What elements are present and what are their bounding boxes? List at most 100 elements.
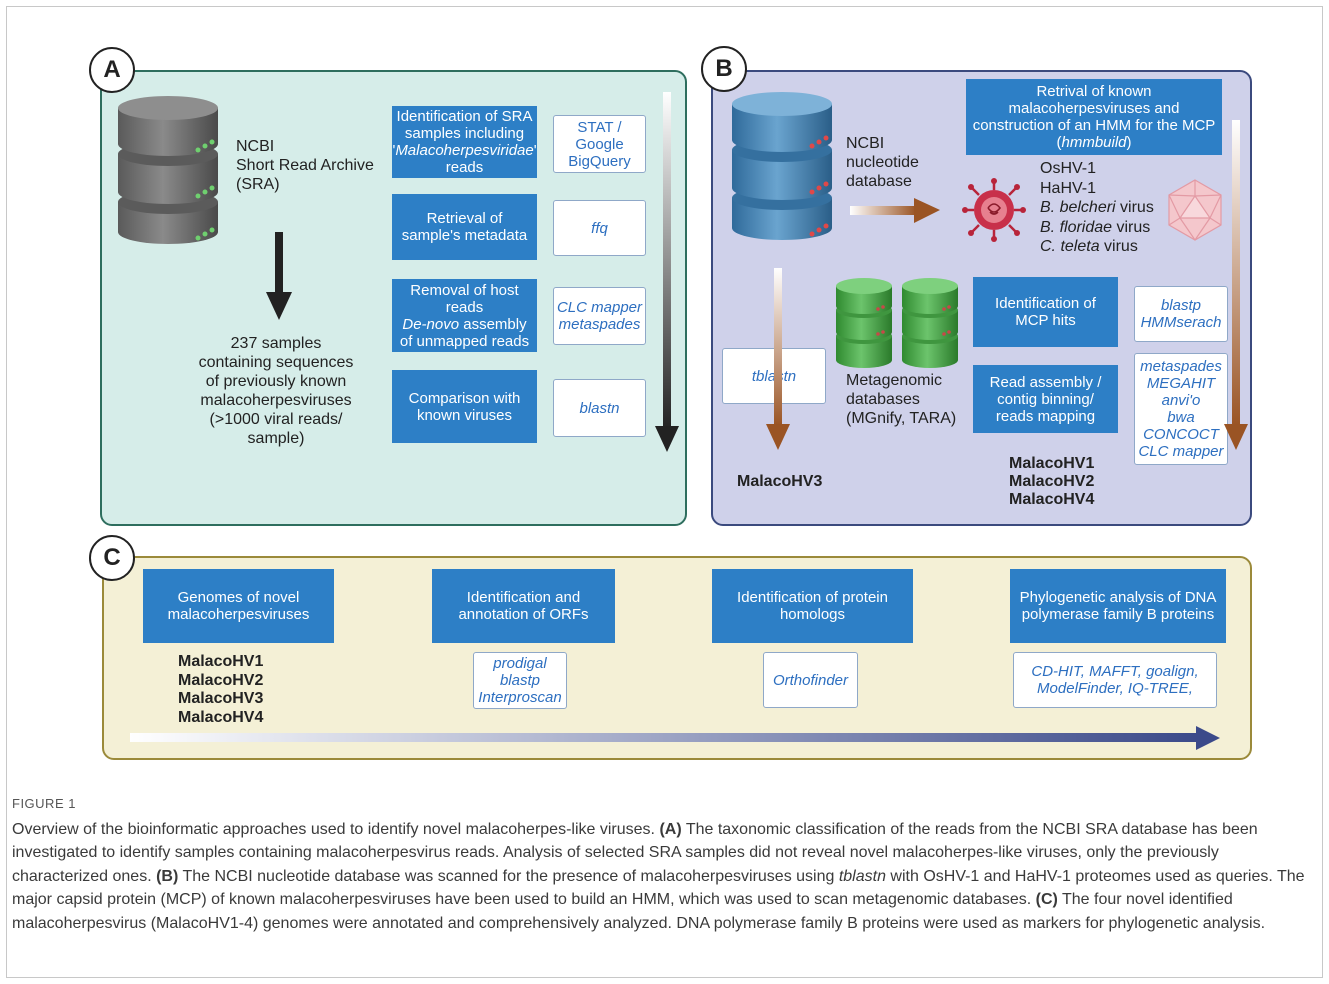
virus-list: OsHV-1 HaHV-1 B. belcheri virus B. flori… xyxy=(1040,159,1154,257)
virus-name-italic: C. teleta xyxy=(1040,238,1100,255)
step-line: assembly xyxy=(459,315,527,333)
step-line: reads xyxy=(445,298,484,316)
arrow-panel-c-flow xyxy=(130,726,1220,750)
virus-suffix: virus xyxy=(1112,218,1151,236)
tool-line: blastp xyxy=(499,672,540,689)
tool-ffq: ffq xyxy=(553,200,646,256)
virus-icon xyxy=(962,178,1026,242)
arrow-sra-down xyxy=(266,232,292,320)
caption-b-italic: tblastn xyxy=(838,867,886,885)
samples-line: sample) xyxy=(247,430,305,447)
arrow-panel-b-flow xyxy=(1224,120,1248,450)
sra-label-line: (SRA) xyxy=(236,176,280,193)
step-genomes: Genomes of novel malacoherpesviruses xyxy=(143,569,334,643)
tool-line: CONCOCT xyxy=(1143,426,1219,443)
step-line: Comparison with xyxy=(408,389,521,407)
genome-item: MalacoHV4 xyxy=(178,708,264,726)
ncbi-nucleotide-label: NCBI nucleotide database xyxy=(846,134,919,191)
step-text: ) xyxy=(1126,134,1132,151)
samples-line: malacoherpesviruses xyxy=(200,392,352,409)
result-malacohv-list: MalacoHV1 MalacoHV2 MalacoHV4 xyxy=(1009,455,1094,509)
step-read-assembly: Read assembly / contig binning/ reads ma… xyxy=(973,365,1118,433)
step-line: Removal of host xyxy=(410,281,519,299)
caption-text: Overview of the bioinformatic approaches… xyxy=(12,818,1317,936)
arrow-db-to-malacohv3 xyxy=(766,268,790,450)
step-homologs: Identification of protein homologs xyxy=(712,569,913,643)
caption-b-text: The NCBI nucleotide database was scanned… xyxy=(178,867,839,885)
samples-summary: 237 samples containing sequences of prev… xyxy=(166,334,386,448)
metagenomic-databases-icon xyxy=(836,278,958,368)
caption-b-text: with OsHV-1 and HaHV-1 proteomes used as… xyxy=(12,867,1305,909)
step-line: Retrieval of xyxy=(426,210,503,227)
tool-line: anvi'o xyxy=(1161,392,1201,409)
step-text-italic: Malacoherpesviridae xyxy=(395,142,534,159)
arrow-db-to-viruses xyxy=(850,198,940,223)
result-line: MalacoHV4 xyxy=(1009,491,1095,508)
step-text-italic: hmmbuild xyxy=(1061,134,1127,151)
virus-name-italic: B. floridae xyxy=(1040,218,1113,236)
caption-a-text: The taxonomic classification of the read… xyxy=(12,820,1258,885)
label-line: database xyxy=(846,173,912,190)
step-text: Retrival of known malacoherpesviruses an… xyxy=(972,83,1216,151)
caption-tag-c: (C) xyxy=(1035,891,1058,908)
metagenomic-label: Metagenomic databases (MGnify, TARA) xyxy=(846,371,956,428)
virus-suffix: virus xyxy=(1099,238,1138,255)
tool-line: ModelFinder, IQ-TREE, xyxy=(1037,680,1193,697)
step-line: sample's metadata xyxy=(401,227,528,244)
result-line: MalacoHV2 xyxy=(1009,473,1095,490)
tool-line: Interproscan xyxy=(478,689,562,706)
step-removal-host: Removal of host reads De-novo assembly o… xyxy=(392,279,537,352)
step-line: of unmapped reads xyxy=(399,332,530,350)
arrow-panel-a-flow xyxy=(655,92,679,452)
step-identification-sra: Identification of SRA samples including … xyxy=(392,106,537,178)
samples-line: of previously known xyxy=(205,373,347,390)
tool-line: metaspades xyxy=(558,316,641,333)
genome-item: MalacoHV1 xyxy=(178,653,264,670)
tool-phylogenetic-suite: CD-HIT, MAFFT, goalign,ModelFinder, IQ-T… xyxy=(1013,652,1217,708)
panel-c-badge: C xyxy=(89,535,135,581)
panel-a-badge: A xyxy=(89,47,135,93)
label-line: databases xyxy=(846,391,920,408)
step-identification-mcp: Identification of MCP hits xyxy=(973,277,1118,347)
samples-line: containing sequences xyxy=(198,354,354,371)
result-line: MalacoHV1 xyxy=(1009,455,1095,472)
panel-b-badge: B xyxy=(701,46,747,92)
caption-tag-b: (B) xyxy=(156,867,179,885)
virus-name: HaHV-1 xyxy=(1040,179,1097,197)
figure-frame xyxy=(6,6,1323,978)
tool-line: HMMserach xyxy=(1140,314,1222,331)
samples-line: 237 samples xyxy=(230,335,322,352)
caption-intro: Overview of the bioinformatic approaches… xyxy=(12,820,660,838)
virus-item: B. belcheri virus xyxy=(1040,198,1154,218)
tool-line: CLC mapper xyxy=(556,299,643,316)
sra-database-icon xyxy=(118,96,218,244)
step-orfs: Identification and annotation of ORFs xyxy=(432,569,615,643)
sra-label-line: Short Read Archive xyxy=(236,157,374,174)
tool-orthofinder: Orthofinder xyxy=(763,652,858,708)
virus-name-italic: B. belcheri xyxy=(1040,199,1116,216)
tool-line: MEGAHIT xyxy=(1146,375,1216,392)
step-text: Identification of SRA samples including … xyxy=(392,108,533,159)
tool-blastn: blastn xyxy=(553,379,646,437)
virus-item: OsHV-1 xyxy=(1040,159,1154,179)
step-phylogenetic: Phylogenetic analysis of DNA polymerase … xyxy=(1010,569,1226,643)
step-line: known viruses xyxy=(416,406,513,424)
label-line: NCBI xyxy=(846,135,885,152)
result-malacohv3: MalacoHV3 xyxy=(737,473,823,490)
tool-line: STAT / xyxy=(577,118,622,136)
genome-item: MalacoHV2 xyxy=(178,671,264,689)
caption-tag-a: (A) xyxy=(659,820,682,838)
virus-item: C. teleta virus xyxy=(1040,237,1154,257)
caption-c-text: The four novel identified malacoherpesvi… xyxy=(12,891,1266,932)
label-line: Metagenomic xyxy=(846,372,943,389)
tool-line: bwa xyxy=(1167,409,1195,426)
tool-line: Google xyxy=(575,135,624,153)
tool-line: CD-HIT, MAFFT, goalign, xyxy=(1031,663,1199,680)
step-retrieval-hmm: Retrival of known malacoherpesviruses an… xyxy=(966,79,1222,155)
tool-line: prodigal xyxy=(493,655,547,672)
tool-line: BigQuery xyxy=(568,152,631,170)
